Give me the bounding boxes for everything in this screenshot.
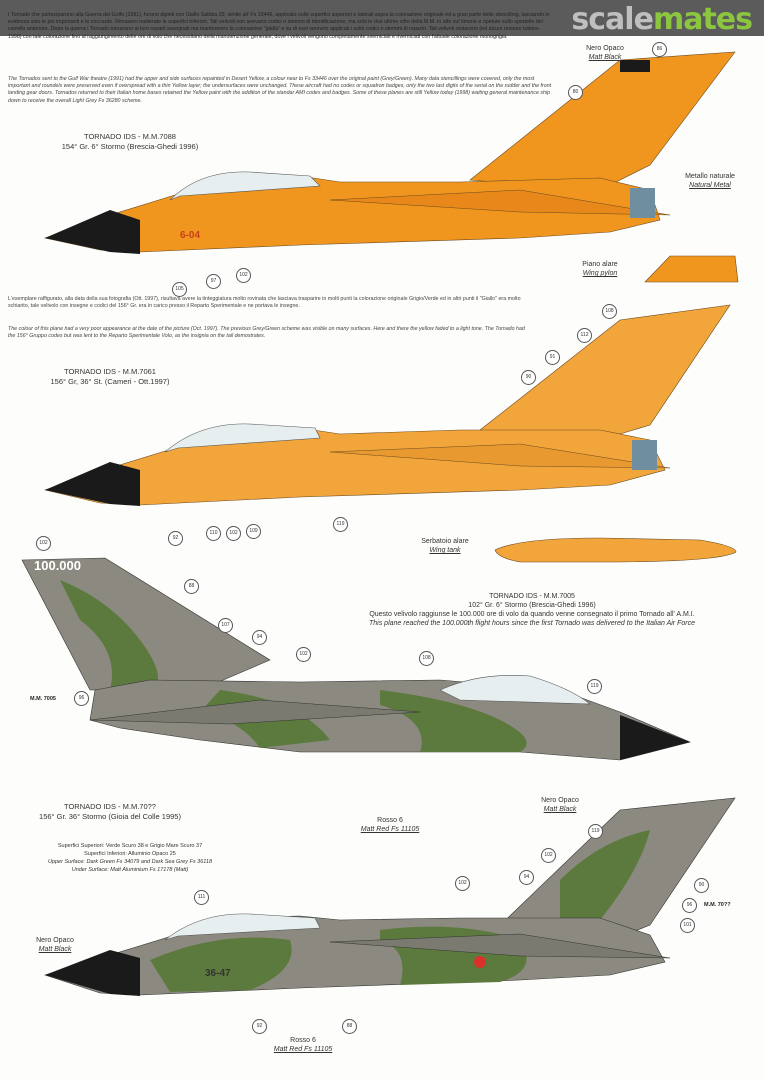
aircraft-3-camouflage [21,557,691,761]
paint-specs: Superfici Superiori: Verde Scuro 38 e Gr… [47,843,213,873]
intro-english: The Tornados sent to the Gulf War theatr… [8,76,552,104]
callout: 94 [519,870,534,885]
aircraft-2-canopy [164,423,321,453]
aircraft-4-wing [329,933,671,959]
aircraft-3-serial: M.M. 7005 [30,696,56,702]
tail-100000-marking: 100.000 [34,558,81,573]
aircraft-3-nose [620,715,690,760]
aircraft-4-tail-camo [560,830,650,930]
callout: 92 [252,1019,267,1034]
callout: 119 [587,679,602,694]
callout: 88 [184,579,199,594]
aircraft-4-serial: M.M. 70?? [704,902,731,908]
section2-english: The colour of this plane had a very poor… [8,326,525,340]
callout: 111 [194,890,209,905]
callout: 90 [521,370,536,385]
aircraft-4-canopy [164,913,321,941]
aircraft-3-tail [21,557,271,691]
aircraft-1-tailpipe [630,188,655,218]
callout: 91 [545,350,560,365]
callout: 96 [74,691,89,706]
aircraft-3-wing [89,699,421,725]
aircraft-4-code: 36-47 [205,968,231,979]
intro-italian: I Tornado che parteciparono alla Guerra … [8,12,550,40]
callout: 109 [246,524,261,539]
aircraft-2-nose [45,462,140,506]
callout: 110 [206,526,221,541]
top-banner [0,0,764,36]
aircraft-2-tailpipe [632,440,657,470]
callout: 102 [36,536,51,551]
callout: 107 [218,618,233,633]
aircraft-1-wing [329,189,671,216]
aircraft-3-tail-camo [60,580,158,690]
callout: 108 [602,304,617,319]
callout: 96 [682,898,697,913]
aircraft-4-nose [45,950,140,996]
callout: 102 [541,848,556,863]
callout: 112 [577,328,592,343]
aircraft-1-code: 6-04 [180,230,201,241]
callout: 88 [342,1019,357,1034]
aircraft-2-faded-yellow [43,304,737,563]
scalemates-logo[interactable]: scalemates [571,2,753,37]
callout: 119 [588,824,603,839]
callout: 102 [455,876,470,891]
callout: 101 [680,918,695,933]
roundel [474,956,486,968]
wing-pylon-drawing [644,255,739,283]
aircraft-1-nose [45,210,140,254]
aircraft-1-tail [469,51,736,191]
aircraft-1-fin-tip [620,60,650,72]
callout: 102 [296,647,311,662]
aircraft-4-camouflage [44,797,736,996]
aircraft-2-wing [329,443,671,469]
callout: 94 [252,630,267,645]
callout: 102 [236,268,251,283]
aircraft-4-title: TORNADO IDS - M.M.70??156° Gr. 36° Storm… [39,802,181,821]
callout: 92 [168,531,183,546]
section2-italian: L'esemplare raffigurato, alla data della… [8,296,521,310]
aircraft-1-yellow [43,51,739,283]
callout: 86 [652,42,667,57]
aircraft-1-canopy [169,171,321,201]
callout: 102 [226,526,241,541]
callout: 108 [419,651,434,666]
callout: 105 [172,282,187,297]
callout: 90 [694,878,709,893]
callout: 97 [206,274,221,289]
aircraft-3-canopy [439,674,591,705]
callout: 119 [333,517,348,532]
wing-tank-drawing [494,537,737,563]
callout: 80 [568,85,583,100]
